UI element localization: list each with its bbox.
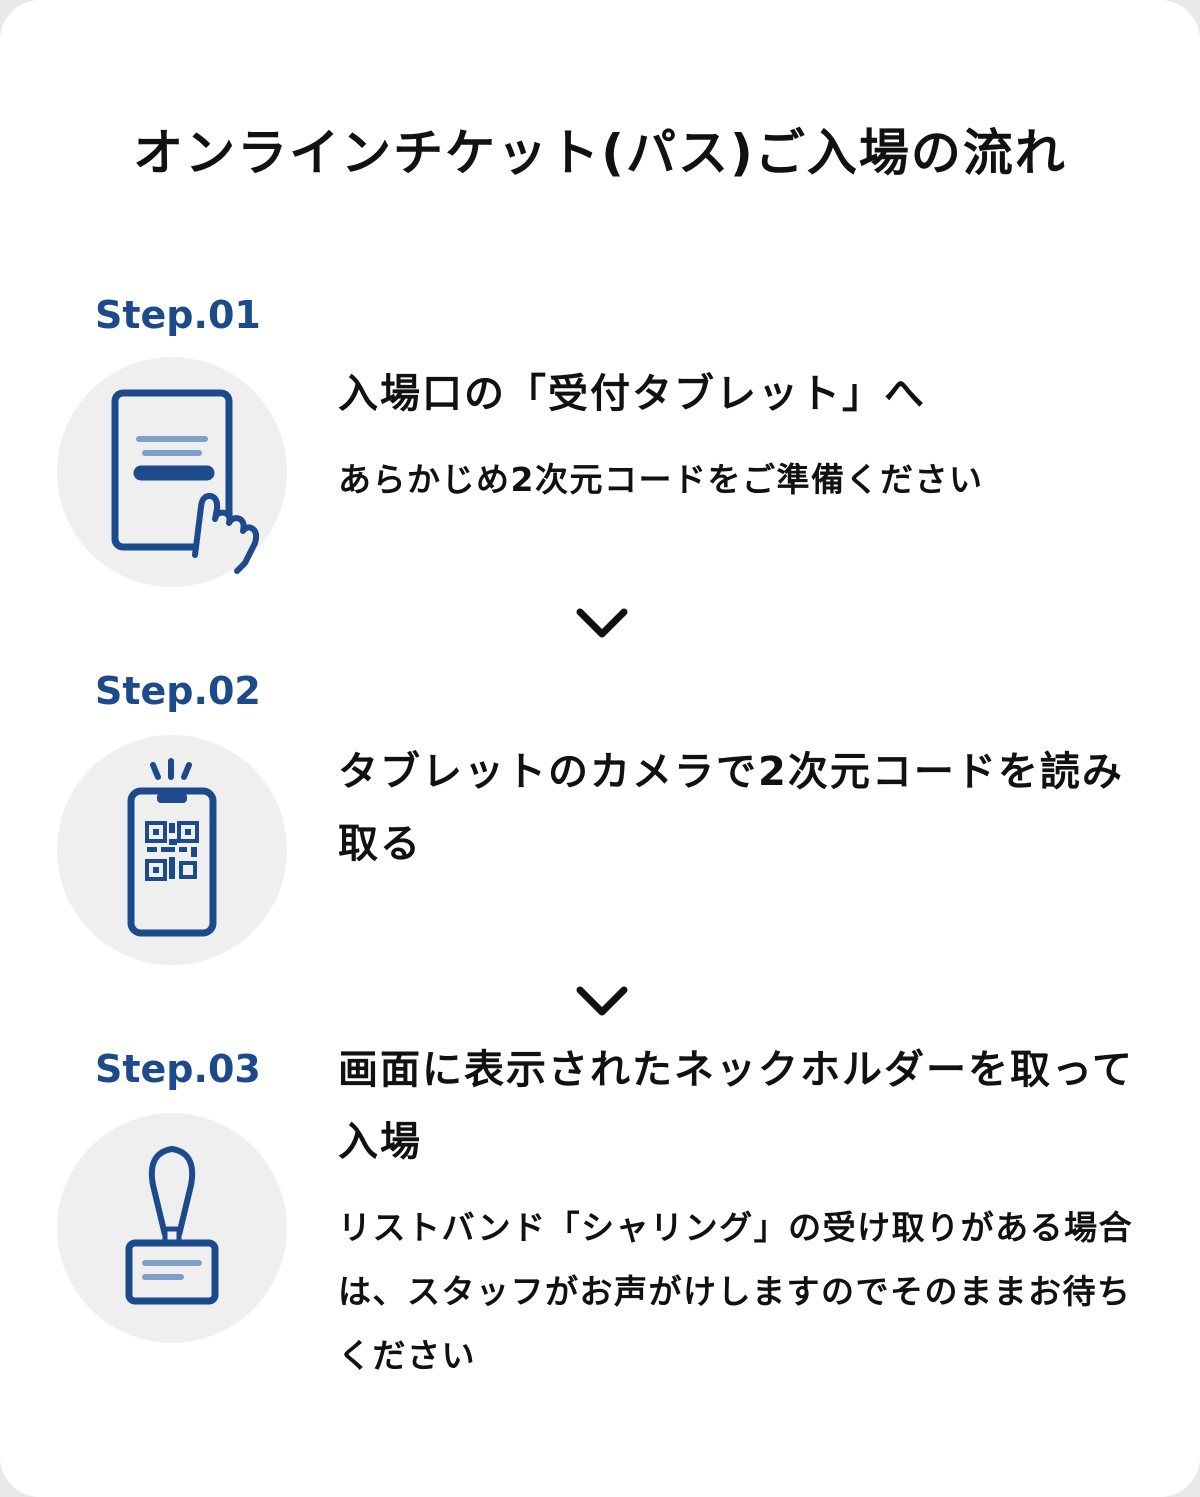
- page-title: オンラインチケット(パス)ご入場の流れ: [133, 124, 1067, 182]
- step-3-icon-circle: [57, 1113, 287, 1343]
- step-3-label: Step.03: [95, 1047, 261, 1091]
- phone-qr-scan-icon: [127, 758, 217, 937]
- step-1-icon-circle: [57, 357, 287, 587]
- neck-holder-icon: [125, 1146, 219, 1305]
- chevron-down-icon: [576, 986, 628, 1016]
- step-2-label: Step.02: [95, 669, 261, 713]
- step-2-heading: タブレットのカメラで2次元コードを読み取る: [338, 749, 1124, 867]
- step-3-description: リストバンド「シャリング」の受け取りがある場合は、スタッフがお声がけしますのでそ…: [338, 1208, 1134, 1375]
- step-3-heading: 画面に表示されたネックホルダーを取って入場: [338, 1047, 1134, 1165]
- step-2-icon-circle: [57, 735, 287, 965]
- chevron-down-icon: [576, 608, 628, 638]
- tablet-tap-icon: [111, 389, 260, 574]
- step-1-label: Step.01: [95, 293, 261, 337]
- step-1-description: あらかじめ2次元コードをご準備ください: [338, 460, 984, 499]
- step-1-heading: 入場口の「受付タブレット」へ: [338, 371, 926, 417]
